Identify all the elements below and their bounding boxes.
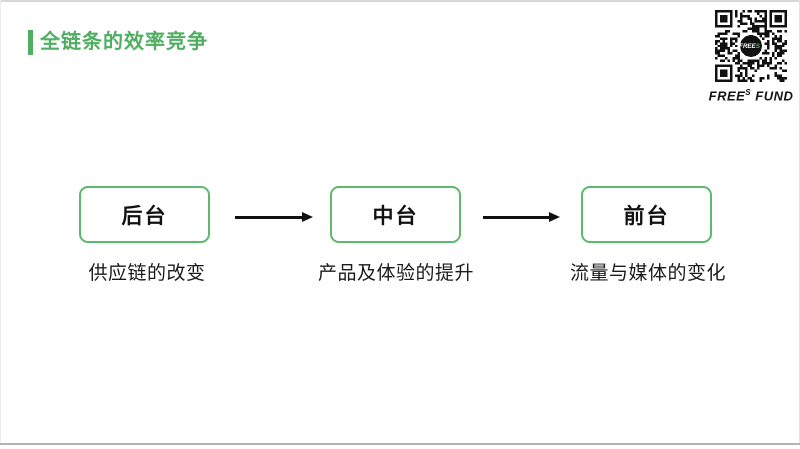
slide-bottom-border [0, 443, 800, 445]
flow-node-backend-label: 后台 [121, 204, 168, 228]
page-title: 全链条的效率竞争 [40, 31, 208, 53]
qr-code-svg: FREES [715, 10, 787, 82]
flow-node-frontend: 前台 [581, 186, 712, 243]
title-accent-bar [28, 30, 33, 55]
qr-caption-sup: S [745, 88, 752, 97]
flow-node-middle: 中台 [330, 186, 461, 243]
flow-arrow-2-icon [483, 212, 560, 221]
flow-node-frontend-label: 前台 [623, 204, 670, 228]
slide-top-border [0, 0, 800, 2]
slide-left-border [0, 0, 1, 443]
flow-node-backend-caption: 供应链的改变 [88, 263, 206, 284]
flow-node-frontend-caption: 流量与媒体的变化 [569, 263, 726, 284]
qr-caption-post: FUND [751, 88, 794, 104]
qr-caption: FREES FUND [701, 88, 800, 103]
flow-node-backend: 后台 [79, 186, 210, 243]
qr-code: FREES [715, 10, 787, 82]
flow-node-middle-label: 中台 [372, 204, 419, 228]
svg-text:FREES: FREES [739, 43, 761, 50]
qr-block: FREES FREES FUND [701, 10, 800, 103]
flow-arrow-1-icon [235, 212, 313, 221]
title-block: 全链条的效率竞争 [28, 30, 208, 55]
flow-node-middle-caption: 产品及体验的提升 [317, 263, 474, 284]
qr-caption-pre: FREE [708, 88, 746, 104]
